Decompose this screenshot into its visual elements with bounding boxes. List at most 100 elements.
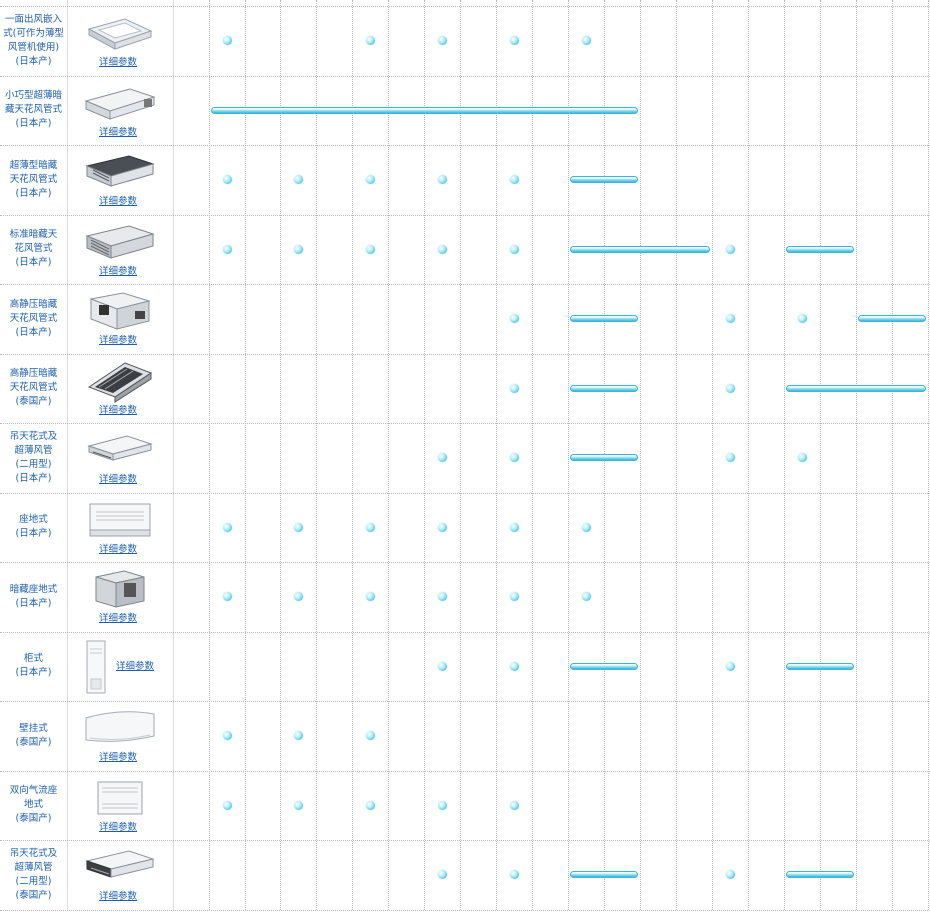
detail-params-link[interactable]: 详细参数 <box>99 126 138 138</box>
grid-column-line <box>209 0 210 910</box>
grid-column-line <box>928 0 929 910</box>
capacity-range-bar <box>858 315 926 323</box>
grid-column-line <box>784 0 785 910</box>
detail-params-link[interactable]: 详细参数 <box>99 57 138 68</box>
ceiling-cassette-image <box>76 10 164 56</box>
product-name: 吊天花式及 超薄风管 (二用型) (泰国产) <box>9 847 58 901</box>
grid-row-line <box>0 562 930 563</box>
grid-column-line <box>568 0 569 910</box>
capacity-range-bar <box>786 245 854 253</box>
capacity-marker <box>725 661 735 671</box>
grid-column-line <box>496 0 497 910</box>
capacity-marker <box>293 175 303 185</box>
capacity-range-bar <box>570 454 638 462</box>
detail-params-link[interactable]: 详细参数 <box>116 661 155 673</box>
product-name: 暗藏座地式 (日本产) <box>9 583 58 609</box>
grid-column-line <box>424 0 425 910</box>
grid-column-line <box>676 0 677 910</box>
grid-column-line <box>388 0 389 910</box>
capacity-marker <box>365 592 375 602</box>
capacity-range-bar <box>786 871 854 879</box>
grid-row-line <box>0 631 930 633</box>
grid-row-line <box>0 353 930 355</box>
grid-column-line <box>352 0 353 910</box>
grid-column-line <box>532 0 533 910</box>
grid-column-line <box>640 0 641 910</box>
capacity-marker <box>509 800 519 810</box>
capacity-marker <box>365 522 375 532</box>
capacity-range-bar <box>570 662 638 670</box>
column-divider <box>67 0 68 910</box>
capacity-marker <box>509 661 519 671</box>
grid-row-line <box>0 909 930 911</box>
detail-params-link[interactable]: 详细参数 <box>99 265 138 277</box>
capacity-marker <box>509 175 519 185</box>
capacity-marker <box>437 453 447 463</box>
capacity-marker <box>509 453 519 463</box>
grid-column-line <box>748 0 749 910</box>
capacity-marker <box>797 314 807 324</box>
capacity-marker <box>437 175 447 185</box>
capacity-marker <box>293 800 303 810</box>
grid-column-line <box>892 0 893 910</box>
capacity-marker <box>581 36 591 46</box>
concealed-floor-image <box>76 566 164 612</box>
capacity-marker <box>222 800 232 810</box>
product-name: 吊天花式及 超薄风管 (二用型) (日本产) <box>9 430 58 484</box>
grid-column-line <box>856 0 857 910</box>
slim-duct-unit-image <box>76 80 164 126</box>
grid-row-line <box>0 840 930 841</box>
capacity-marker <box>222 522 232 532</box>
capacity-marker <box>725 383 735 393</box>
detail-params-link[interactable]: 详细参数 <box>99 196 138 207</box>
capacity-marker <box>725 244 735 254</box>
capacity-marker <box>437 592 447 602</box>
capacity-marker <box>437 244 447 254</box>
grid-row-line <box>0 145 930 146</box>
capacity-marker <box>222 592 232 602</box>
capacity-marker <box>222 175 232 185</box>
capacity-range-bar <box>570 176 638 184</box>
capacity-marker <box>437 36 447 46</box>
capacity-marker <box>437 800 447 810</box>
detail-params-link[interactable]: 详细参数 <box>99 821 138 833</box>
product-name: 座地式 (日本产) <box>15 514 52 540</box>
grid-column-line <box>460 0 461 910</box>
product-name: 一面出风嵌入 式(可作为薄型 风管机使用) (日本产) <box>3 13 64 67</box>
grid-row-line <box>0 75 930 77</box>
grid-column-line <box>280 0 281 910</box>
wall-mounted-image <box>76 705 164 751</box>
capacity-marker <box>293 592 303 602</box>
detail-params-link[interactable]: 详细参数 <box>99 543 138 555</box>
capacity-marker <box>222 244 232 254</box>
capacity-marker <box>365 800 375 810</box>
grid-column-line <box>316 0 317 910</box>
detail-params-link[interactable]: 详细参数 <box>99 613 138 624</box>
capacity-marker <box>365 731 375 741</box>
detail-params-link[interactable]: 详细参数 <box>99 335 138 346</box>
high-static-duct-image <box>76 288 164 334</box>
standard-duct-image <box>76 219 164 265</box>
capacity-range-bar <box>786 662 854 670</box>
detail-params-link[interactable]: 详细参数 <box>99 404 138 416</box>
product-name: 标准暗藏天 花风管式 (日本产) <box>9 229 58 269</box>
grid-row-line <box>0 214 930 216</box>
detail-params-link[interactable]: 详细参数 <box>99 752 138 763</box>
floor-standing-image <box>76 497 164 543</box>
capacity-marker <box>509 383 519 393</box>
grid-row-line <box>0 284 930 285</box>
detail-params-link[interactable]: 详细参数 <box>99 474 138 485</box>
grid-column-line <box>245 0 246 910</box>
grid-row-line <box>0 701 930 702</box>
grid-column-line <box>820 0 821 910</box>
detail-params-link[interactable]: 详细参数 <box>99 891 138 902</box>
capacity-range-bar <box>570 315 638 323</box>
capacity-marker <box>509 314 519 324</box>
capacity-range-bar <box>570 871 638 879</box>
capacity-marker <box>797 453 807 463</box>
ceiling-suspended-thai-image <box>76 844 164 890</box>
capacity-marker <box>581 592 591 602</box>
capacity-marker <box>509 36 519 46</box>
capacity-range-bar <box>786 384 926 392</box>
